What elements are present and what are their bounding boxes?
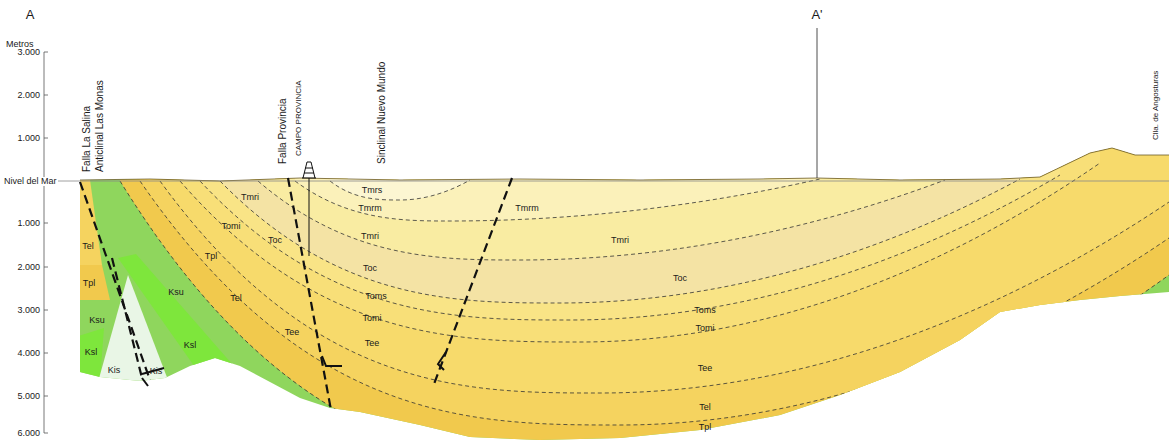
formation-label: Tomi	[695, 324, 714, 333]
formation-label: Tmrs	[362, 186, 383, 195]
fault-arrows	[142, 352, 446, 386]
formation-contact	[295, 179, 820, 221]
formation-contact	[220, 179, 1020, 303]
formation-label: Tee	[698, 364, 713, 373]
ksl-band	[78, 328, 104, 380]
formation-fill	[200, 100, 1060, 320]
formation-label: Ksl	[85, 348, 98, 357]
formation-label: Tpl	[699, 423, 712, 432]
formation-label: Kis	[108, 366, 121, 375]
formation-label: Tee	[365, 339, 380, 348]
structure-label: Clla. de Angosturas	[1152, 71, 1160, 140]
sea-level	[44, 181, 1169, 182]
structure-label: Anticlinal Las Monas	[95, 80, 105, 172]
formation-label: Toc	[268, 236, 282, 245]
formation-fill	[295, 100, 820, 221]
formation-label: Tpl	[83, 279, 96, 288]
topography	[80, 148, 1169, 181]
structure-label: CAMPO PROVINCIA	[295, 80, 303, 156]
axis-label: Nivel del Mar	[3, 177, 58, 186]
faults	[80, 178, 512, 410]
axis-label: 3.000	[17, 306, 40, 315]
structure-label: Falla La Salina	[82, 106, 92, 172]
formation-contact	[160, 181, 1169, 393]
formation-contact	[200, 175, 1060, 320]
formation-label: Toms	[365, 292, 387, 301]
tel-strip	[78, 180, 102, 265]
formation-contact	[330, 180, 470, 200]
tpl-strip	[78, 265, 110, 300]
formation-label: Tmri	[361, 232, 379, 241]
depth-axis	[44, 52, 48, 433]
formation-label: Toms	[694, 306, 716, 315]
formation-fill	[180, 100, 1100, 342]
axis-label: 3.000	[17, 48, 40, 57]
axis-label: A	[26, 8, 35, 21]
formation-label: Tomi	[221, 222, 240, 231]
contacts	[120, 163, 1169, 447]
formation-fill	[160, 100, 1169, 393]
formation-fill	[220, 100, 1020, 303]
formation-fill	[330, 100, 470, 200]
kis-core	[98, 275, 168, 382]
formation-contact	[120, 181, 1169, 447]
axis-label: 5.000	[17, 392, 40, 401]
formation-label: Ksl	[184, 341, 197, 350]
axis-label: 2.000	[17, 263, 40, 272]
formation-label: Toc	[673, 274, 687, 283]
section-marker	[817, 28, 818, 178]
structure-label: Falla Provincia	[278, 98, 288, 164]
formation-label: Tel	[699, 403, 711, 412]
formation-label: Tmrm	[515, 204, 539, 213]
axis-label: 1.000	[17, 134, 40, 143]
formation-label: Toc	[363, 264, 377, 273]
formation-label: Ksu	[89, 316, 105, 325]
axis-label: A'	[811, 8, 822, 21]
axis-label: 2.000	[17, 91, 40, 100]
formation-label: Tmri	[241, 193, 259, 202]
formation-label: Tmri	[611, 236, 629, 245]
axis-label: 6.000	[17, 429, 40, 438]
formation-contact	[140, 181, 1169, 425]
structure-label: Sinclinal Nuevo Mundo	[377, 62, 387, 164]
formation-contact	[180, 163, 1100, 342]
formation-contact	[258, 180, 945, 260]
formation-label: Tel	[82, 242, 94, 251]
formation-label: Ksu	[168, 288, 184, 297]
formation-label: Kis	[150, 367, 163, 376]
formation-label: Tel	[230, 294, 242, 303]
spacer	[44, 52, 1169, 181]
formation-label: Tpl	[205, 252, 218, 261]
formation-label: Tmrm	[358, 204, 382, 213]
well	[302, 162, 316, 256]
formation-label: Tee	[285, 328, 300, 337]
formation-label: Tomi	[362, 314, 381, 323]
axis-label: 1.000	[17, 219, 40, 228]
axis-label: 4.000	[17, 349, 40, 358]
